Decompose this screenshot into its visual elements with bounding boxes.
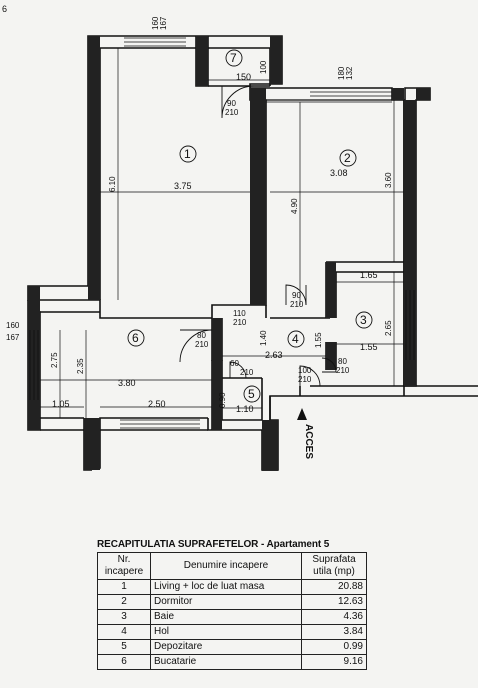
dim-label: 167 bbox=[159, 16, 168, 30]
dim-label: 2.50 bbox=[148, 399, 166, 409]
row-nr: 3 bbox=[97, 609, 151, 625]
row-area: 4.36 bbox=[301, 609, 367, 625]
room-1-label: 1 bbox=[184, 147, 191, 161]
row-nr: 1 bbox=[97, 579, 151, 595]
recap-title: RECAPITULATIA SUPRAFETELOR - Apartament … bbox=[97, 539, 330, 550]
table-row: 1 Living + loc de luat masa 20.88 bbox=[97, 579, 367, 595]
row-nr: 2 bbox=[97, 594, 151, 610]
room-2-label: 2 bbox=[344, 151, 351, 165]
dim-label: 150 bbox=[236, 72, 251, 82]
table-row: 2 Dormitor 12.63 bbox=[97, 594, 367, 610]
table-row: 4 Hol 3.84 bbox=[97, 624, 367, 640]
dim-label: 210 bbox=[225, 108, 239, 117]
dim-label: 3.60 bbox=[384, 172, 393, 188]
dim-label: 1.05 bbox=[52, 399, 70, 409]
dim-label: 3.75 bbox=[174, 181, 192, 191]
dim-label: 180 bbox=[337, 66, 346, 80]
row-name: Dormitor bbox=[150, 594, 302, 610]
row-name: Depozitare bbox=[150, 639, 302, 655]
dim-label: 4.90 bbox=[290, 198, 299, 214]
corner-mark: 6 bbox=[2, 4, 7, 14]
table-header-row: Nr. incapere Denumire incapere Suprafata… bbox=[97, 552, 367, 580]
room-3-label: 3 bbox=[360, 313, 367, 327]
dim-label: 110 bbox=[233, 309, 246, 318]
row-area: 12.63 bbox=[301, 594, 367, 610]
dimension-labels: 160 167 100 150 180 132 90 210 6.10 3.75… bbox=[6, 16, 393, 414]
surface-recap: RECAPITULATIA SUPRAFETELOR - Apartament … bbox=[97, 539, 367, 670]
row-area: 9.16 bbox=[301, 654, 367, 670]
room-6-label: 6 bbox=[132, 331, 139, 345]
row-name: Bucatarie bbox=[150, 654, 302, 670]
entrance-label: ACCES bbox=[303, 424, 314, 459]
dim-label: 210 bbox=[336, 366, 350, 375]
dim-label: 1.55 bbox=[314, 332, 323, 348]
table-row: 5 Depozitare 0.99 bbox=[97, 639, 367, 655]
dim-label: 210 bbox=[298, 375, 312, 384]
room-5-label: 5 bbox=[248, 387, 255, 401]
recap-table: Nr. incapere Denumire incapere Suprafata… bbox=[97, 552, 367, 670]
dim-label: 210 bbox=[240, 368, 254, 377]
room-labels: 1 2 3 4 5 6 7 bbox=[127, 49, 373, 403]
dim-label: 80 bbox=[338, 357, 347, 366]
row-name: Baie bbox=[150, 609, 302, 625]
dim-label: 60 bbox=[230, 359, 239, 368]
dim-label: 132 bbox=[345, 66, 354, 80]
dim-label: 210 bbox=[290, 300, 304, 309]
row-area: 20.88 bbox=[301, 579, 367, 595]
header-suprafata: Suprafata utila (mp) bbox=[301, 552, 367, 580]
room-4-label: 4 bbox=[292, 332, 299, 346]
dim-label: 90 bbox=[227, 99, 236, 108]
row-area: 0.99 bbox=[301, 639, 367, 655]
row-name: Hol bbox=[150, 624, 302, 640]
dim-label: 2.35 bbox=[76, 358, 85, 374]
dim-label: 1.55 bbox=[360, 342, 378, 352]
table-row: 6 Bucatarie 9.16 bbox=[97, 654, 367, 670]
dim-label: 2.75 bbox=[50, 352, 59, 368]
table-row: 3 Baie 4.36 bbox=[97, 609, 367, 625]
dim-label: 2.63 bbox=[265, 350, 283, 360]
dim-label: 0.90 bbox=[218, 392, 227, 408]
row-area: 3.84 bbox=[301, 624, 367, 640]
dimension-lines bbox=[40, 48, 404, 418]
row-nr: 5 bbox=[97, 639, 151, 655]
door-swings bbox=[179, 85, 337, 387]
header-nr: Nr. incapere bbox=[97, 552, 151, 580]
dim-label: 167 bbox=[6, 333, 20, 342]
dim-label: 1.65 bbox=[360, 270, 378, 280]
row-nr: 4 bbox=[97, 624, 151, 640]
dim-label: 2.65 bbox=[384, 320, 393, 336]
dim-label: 3.80 bbox=[118, 378, 136, 388]
dim-label: 1.40 bbox=[259, 330, 268, 346]
dim-label: 160 bbox=[151, 16, 160, 30]
row-nr: 6 bbox=[97, 654, 151, 670]
dim-label: 1.10 bbox=[236, 404, 254, 414]
dim-label: 6.10 bbox=[108, 176, 117, 192]
dim-label: 100 bbox=[259, 60, 268, 74]
room-7-label: 7 bbox=[230, 51, 237, 65]
entrance-marker: ACCES bbox=[297, 408, 314, 459]
dim-label: 210 bbox=[195, 340, 209, 349]
dim-label: 100 bbox=[298, 366, 312, 375]
dim-label: 3.08 bbox=[330, 168, 348, 178]
header-denumire: Denumire incapere bbox=[150, 552, 302, 580]
dim-label: 210 bbox=[233, 318, 247, 327]
floor-plan: 6 bbox=[2, 4, 478, 471]
dim-label: 80 bbox=[197, 331, 206, 340]
entrance-arrow-icon bbox=[297, 408, 307, 420]
dim-label: 90 bbox=[292, 291, 301, 300]
windows bbox=[29, 37, 415, 429]
row-name: Living + loc de luat masa bbox=[150, 579, 302, 595]
dim-label: 160 bbox=[6, 321, 20, 330]
